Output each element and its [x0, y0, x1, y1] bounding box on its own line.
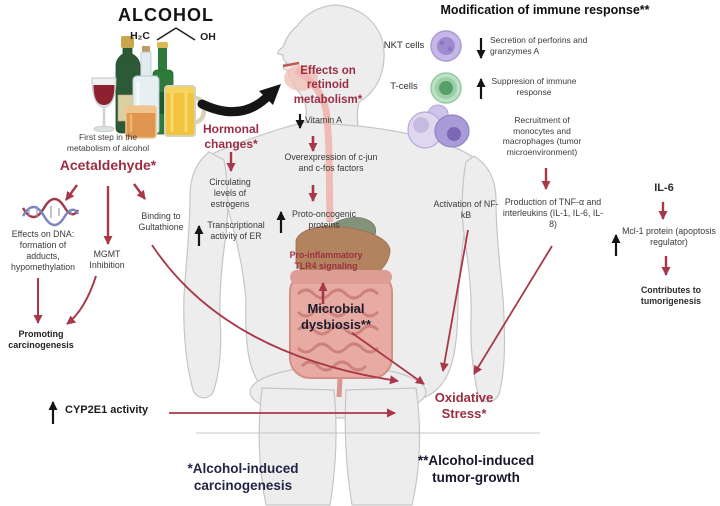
- formula-h2c: H₂C: [130, 30, 150, 42]
- contributes-label: Contributes to tumorigenesis: [640, 285, 702, 306]
- mouth-highlight: [282, 61, 334, 223]
- acetaldehyde-label: Acetaldehyde*: [59, 157, 157, 173]
- whiskey-glass-icon: [125, 105, 157, 139]
- t-cells-label: T-cells: [390, 81, 418, 92]
- hormonal-changes-label: Hormonal changes*: [202, 122, 259, 151]
- glutathione-label: Binding to Gultathione: [138, 211, 184, 232]
- overexpression-label: Overexpression of c-jun and c-fos factor…: [284, 152, 378, 173]
- esophagus-icon: [294, 66, 334, 223]
- wine-glass-icon: [91, 77, 117, 133]
- carcinogenesis-footnote: *Alcohol-induced carcinogenesis: [187, 461, 299, 493]
- mcl1-label: Mcl-1 protein (apoptosis regulator): [622, 226, 716, 247]
- left-leg-shape: [258, 387, 337, 506]
- t-cell-icon: [430, 72, 462, 104]
- cyp2e1-label: CYP2E1 activity: [65, 404, 149, 416]
- nkt-effect-label: Secretion of perforins and granzymes A: [490, 35, 588, 56]
- nkt-cells-label: NKT cells: [383, 40, 425, 51]
- red-arrows: [33, 136, 671, 418]
- retinoid-title-label: Effects on retinoid metabolism*: [293, 65, 363, 106]
- estrogens-label: Circulating levels of estrogens: [209, 177, 251, 209]
- vitamin-a-label: Vitamin A: [305, 115, 342, 125]
- effects-dna-label: Effects on DNA: formation of adducts, hy…: [10, 229, 76, 272]
- first-step-label: First step in the metabolism of alcohol: [66, 132, 150, 153]
- recruitment-label: Recruitment of monocytes and macrophages…: [502, 115, 582, 157]
- proto-oncogenic-label: Proto-oncogenic proteins: [291, 209, 357, 230]
- intestines-icon: [289, 270, 393, 398]
- arrow-nfkb-to-oxidative: [439, 229, 469, 372]
- immune-panel-title: Modification of immune response**: [440, 3, 650, 17]
- arrow-mgmt-to-promoting: [66, 275, 97, 325]
- digestive-organs: [289, 217, 393, 398]
- arrow-acetaldehyde-to-dna: [65, 184, 78, 201]
- er-activity-label: Transcriptional activity of ER: [207, 220, 265, 241]
- promoting-label: Promoting carcinogenesis: [8, 329, 74, 351]
- beer-mug-icon: [164, 85, 207, 137]
- macrophage-cluster-icon: [407, 104, 470, 149]
- mgmt-label: MGMT Inhibition: [89, 249, 125, 270]
- ingestion-arrow-icon: [197, 84, 281, 117]
- microbial-dysbiosis-label: Microbial dysbiosis**: [300, 301, 372, 333]
- tumor-growth-footnote: **Alcohol-induced tumor-growth: [417, 453, 535, 485]
- alcohol-title: ALCOHOL: [118, 5, 214, 25]
- nfkb-label: Activation of NF-kB: [433, 199, 499, 220]
- arrow-microbial-to-oxidative: [351, 332, 425, 385]
- arrow-tnf-to-oxidative: [473, 245, 553, 375]
- drinks-group: [91, 36, 207, 139]
- right-arm-shape: [461, 155, 506, 403]
- tlr4-label: Pro-inflammatory TLR4 signaling: [289, 250, 363, 271]
- tnf-label: Production of TNF-α and interleukins (IL…: [502, 197, 604, 229]
- arrow-acetaldehyde-to-glutathione: [133, 183, 146, 200]
- nkt-cell-icon: [430, 30, 462, 62]
- ethanol-structure-bonds: [156, 27, 196, 41]
- left-arm-shape: [183, 151, 229, 399]
- il6-label: IL-6: [654, 182, 674, 194]
- right-leg-shape: [344, 387, 421, 506]
- dna-icon: [21, 197, 80, 227]
- formula-oh: OH: [200, 31, 216, 43]
- t-cells-effect-label: Suppresion of immune response: [491, 76, 577, 97]
- black-arrows: [48, 38, 621, 424]
- arrow-glutathione-to-oxidative: [151, 244, 399, 385]
- oxidative-stress-label: Oxidative Stress*: [434, 390, 494, 422]
